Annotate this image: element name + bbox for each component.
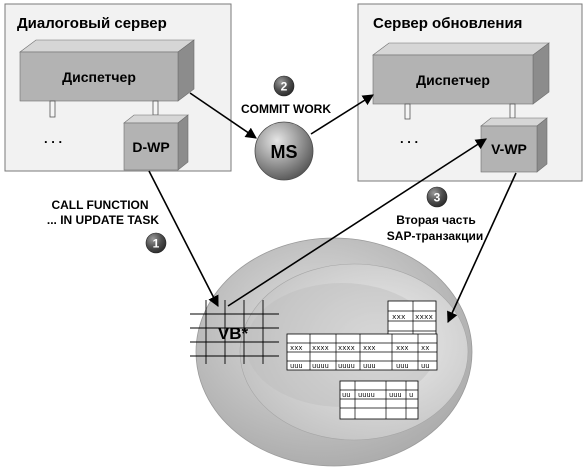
dwp-label: D-WP — [132, 139, 169, 155]
vwp-front — [480, 125, 538, 173]
table-c-cell: uuu — [389, 392, 402, 400]
step-1-text-line1: CALL FUNCTION — [51, 198, 148, 212]
step-number-icon — [273, 75, 295, 97]
update-connector-left — [404, 103, 411, 120]
table-b-cell: uu — [421, 363, 429, 371]
table-b-cell: xxx — [396, 345, 409, 353]
update-dispatcher-top — [372, 42, 550, 56]
arrow-vwp-to-tables — [447, 172, 517, 324]
step-2-number: 2 — [281, 80, 288, 94]
dialog-connector-right — [152, 100, 159, 116]
dialog-dots: . . . — [44, 131, 62, 146]
vb-table: VB* — [190, 300, 279, 364]
table-b-cell: uuu — [290, 363, 303, 371]
step-3-text-line2: SAP-транзакции — [387, 229, 483, 243]
step-1-number: 1 — [153, 237, 160, 251]
table-b-cell: uuu — [363, 363, 376, 371]
vwp-label: V-WP — [491, 141, 527, 157]
update-server: Сервер обновления Диспетчер . . . V-WP — [357, 3, 583, 182]
arrow-dwp-to-ms — [189, 92, 257, 139]
table-b-cell: xx — [421, 345, 429, 353]
dialog-connector-left — [49, 100, 56, 118]
step-1: 1 CALL FUNCTION ... IN UPDATE TASK — [47, 198, 167, 254]
dialog-server-title: Диалоговый сервер — [17, 15, 167, 32]
step-2: 2 COMMIT WORK — [241, 75, 331, 116]
step-number-icon — [145, 232, 167, 254]
update-dispatcher-front — [372, 54, 534, 105]
table-c-cell: uu — [342, 392, 350, 400]
vwp-top — [480, 117, 548, 127]
step-3-number: 3 — [434, 191, 441, 205]
dialog-dispatcher-top — [19, 39, 195, 53]
message-server: MS — [254, 121, 314, 181]
table-c-cell: uuuu — [358, 392, 375, 400]
dwp-block: D-WP — [123, 114, 189, 171]
table-b: xxx xxxx xxxx xxx xxx xx uuu uuuu uuuu u… — [286, 333, 438, 371]
dialog-dispatcher-label: Диспетчер — [62, 69, 136, 85]
table-b-cell: xxxx — [338, 345, 355, 353]
dialog-server: Диалоговый сервер Диспетчер . . . D-WP — [4, 3, 232, 172]
vb-table-label: VB* — [218, 324, 249, 343]
vwp-side — [536, 117, 548, 173]
update-connector-right — [509, 103, 516, 119]
dialog-dispatcher-block: Диспетчер — [19, 39, 195, 102]
table-c-cell: u — [409, 392, 413, 400]
dwp-top — [123, 114, 189, 124]
dwp-front — [123, 122, 179, 171]
arrow-vb-to-vwp — [227, 138, 487, 307]
table-b-cell: uuuu — [338, 363, 355, 371]
arrow-dwp-to-vb — [148, 170, 219, 307]
arrow-icon — [148, 92, 517, 324]
table-b-cell: xxx — [363, 345, 376, 353]
arrow-ms-to-update — [310, 94, 374, 135]
update-dots: . . . — [400, 131, 418, 146]
message-server-sphere — [254, 121, 314, 181]
dialog-dispatcher-front — [19, 51, 179, 102]
message-server-label: MS — [271, 142, 298, 162]
step-2-text-line1: COMMIT WORK — [241, 102, 331, 116]
table-b-cell: uuuu — [312, 363, 329, 371]
vwp-block: V-WP — [480, 117, 548, 173]
table-b-cell: xxxx — [312, 345, 329, 353]
step-3: 3 Вторая часть SAP-транзакции — [387, 186, 483, 243]
table-b-cell: uuu — [396, 363, 409, 371]
update-server-title: Сервер обновления — [373, 15, 522, 32]
dwp-side — [177, 114, 189, 171]
table-a-cell: xxxx — [415, 314, 434, 322]
step-3-text-line1: Вторая часть — [396, 213, 475, 227]
update-dispatcher-block: Диспетчер — [372, 42, 550, 105]
update-dispatcher-label: Диспетчер — [416, 72, 490, 88]
table-a-cell: xxx — [392, 314, 406, 322]
table-c: uu uuuu uuu u — [339, 380, 419, 420]
step-number-icon — [426, 186, 448, 208]
table-b-cell: xxx — [290, 345, 303, 353]
step-1-text-line2: ... IN UPDATE TASK — [47, 213, 160, 227]
